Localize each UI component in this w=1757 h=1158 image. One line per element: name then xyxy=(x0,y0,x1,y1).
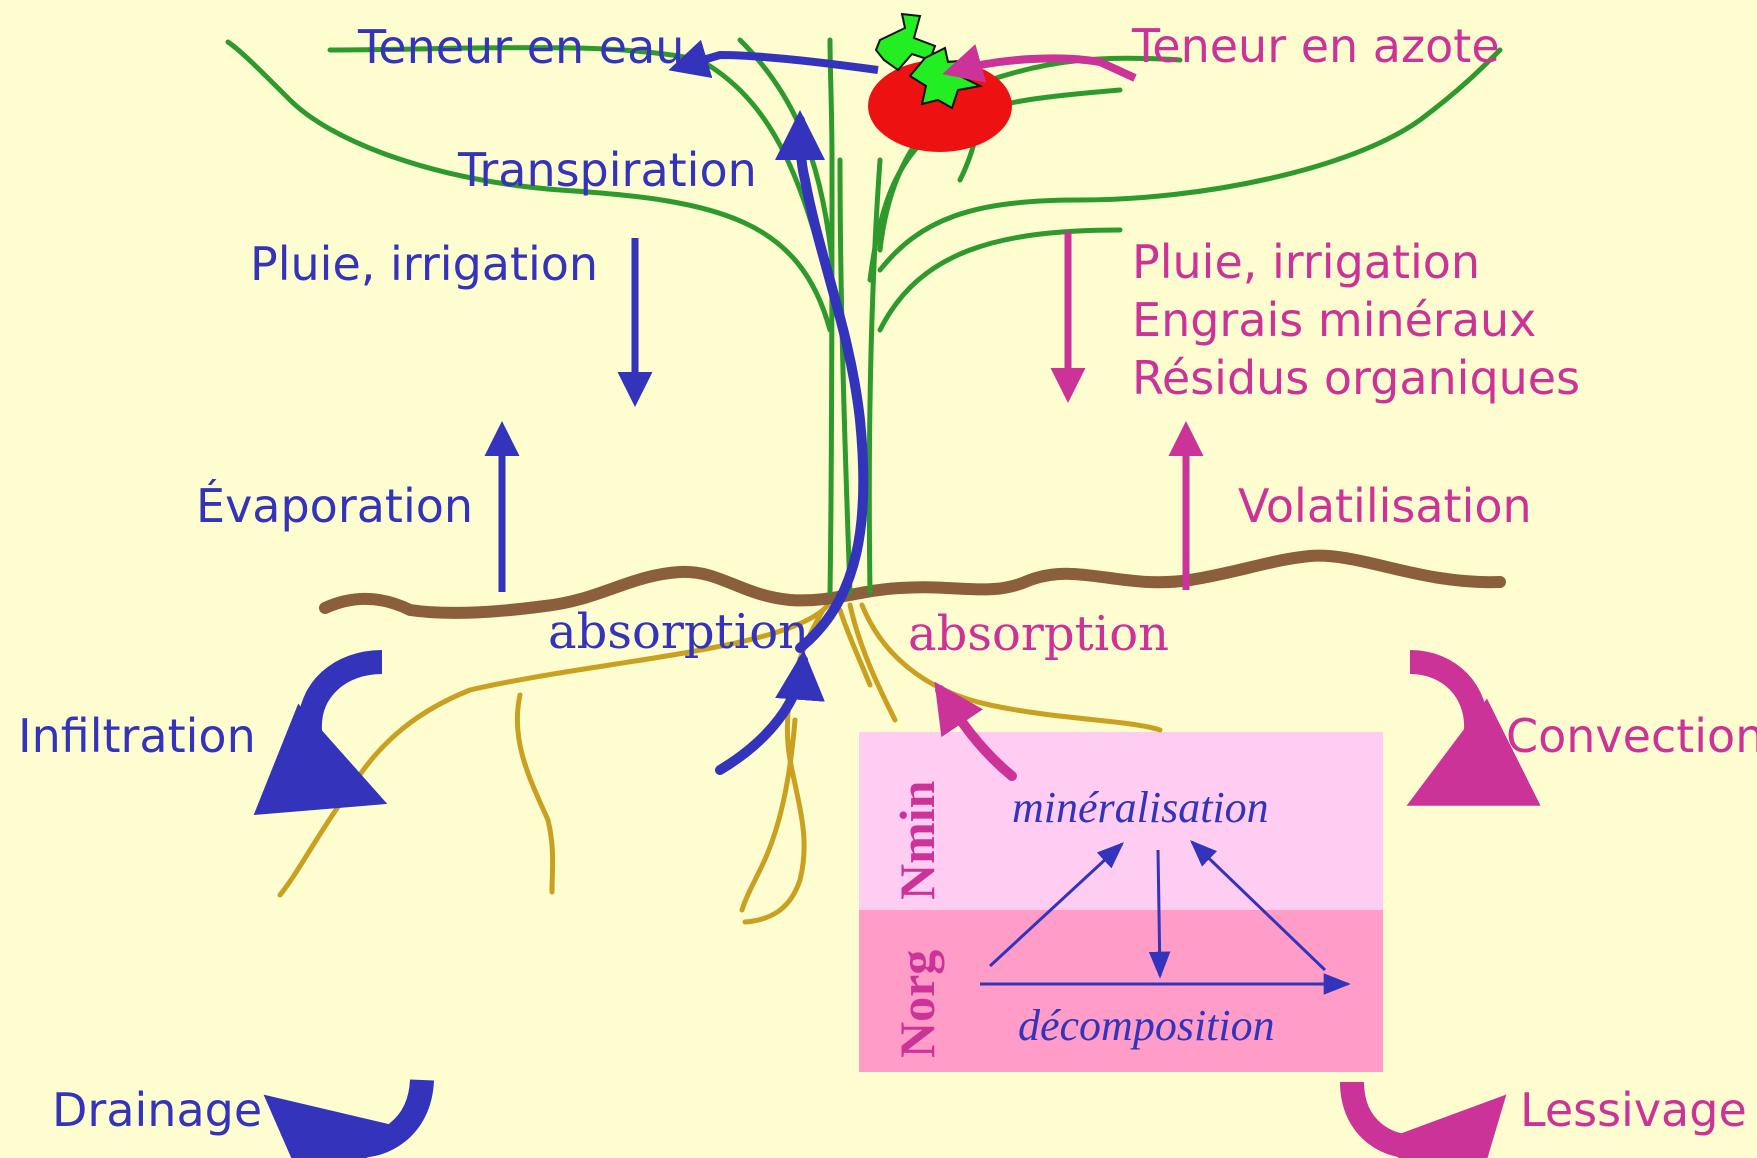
drainage-curved-arrow xyxy=(282,1080,422,1146)
convection-label: Convection xyxy=(1506,709,1757,763)
water-content-arrow xyxy=(676,55,878,70)
leaching-curved-arrow xyxy=(1352,1082,1490,1146)
immobilisation-arrow xyxy=(1158,850,1160,976)
convection-curved-arrow xyxy=(1410,662,1476,795)
norg-label: Norg xyxy=(889,950,945,1058)
leaching-label: Lessivage xyxy=(1520,1083,1747,1137)
water-content-label: Teneur en eau xyxy=(357,20,684,74)
nitrogen-content-label: Teneur en azote xyxy=(1131,19,1500,73)
nitrogen-input-2: Engrais minéraux xyxy=(1132,293,1536,347)
nitrogen-input-3: Résidus organiques xyxy=(1132,351,1580,405)
volatilisation-label: Volatilisation xyxy=(1238,479,1532,533)
nitrogen-absorption-label: absorption xyxy=(908,606,1169,662)
nitrogen-input-1: Pluie, irrigation xyxy=(1132,235,1480,289)
evaporation-label: Évaporation xyxy=(196,479,473,533)
mineralisation-label: minéralisation xyxy=(1012,783,1269,832)
infiltration-curved-arrow xyxy=(310,662,382,795)
decomposition-label: décomposition xyxy=(1018,1001,1275,1050)
water-absorption-label: absorption xyxy=(548,604,809,660)
infiltration-label: Infiltration xyxy=(18,709,256,763)
transpiration-label: Transpiration xyxy=(457,143,757,197)
water-rain-label: Pluie, irrigation xyxy=(250,237,598,291)
tomato-icon xyxy=(868,14,1012,152)
drainage-label: Drainage xyxy=(52,1083,262,1137)
nmin-label: Nmin xyxy=(889,780,945,900)
